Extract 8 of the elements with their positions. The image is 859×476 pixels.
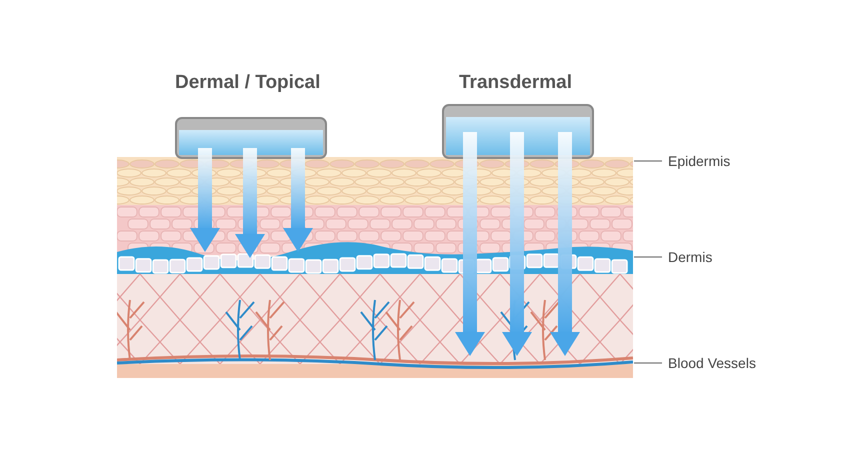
heading-label: Transdermal — [459, 72, 572, 94]
heading-label: Dermal / Topical — [175, 72, 320, 94]
leader-line — [634, 160, 662, 162]
leader-line — [634, 256, 662, 258]
layer-label: Blood Vessels — [668, 355, 756, 371]
layer-label: Dermis — [668, 249, 712, 265]
layer-label: Epidermis — [668, 153, 730, 169]
leader-line — [634, 362, 662, 364]
